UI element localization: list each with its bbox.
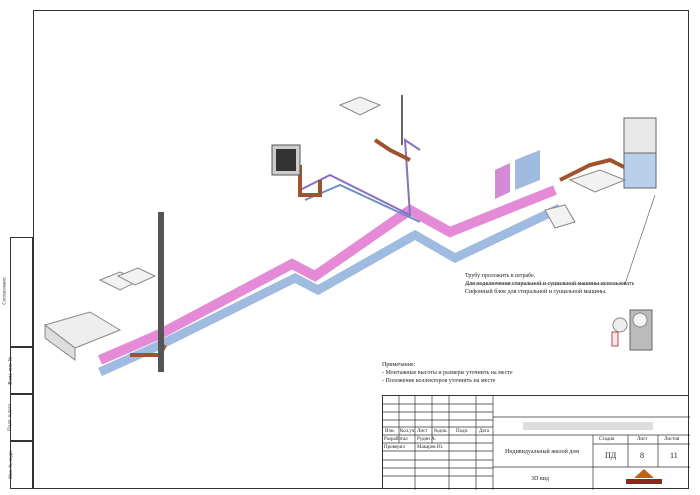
drain-pipe-upper	[298, 165, 322, 197]
note-right-line: Сифонный блок для стиральной и сушильной…	[465, 289, 607, 295]
blurred-company-text	[523, 422, 653, 430]
header-list: Лист	[417, 429, 428, 434]
note-title: Примечание:	[382, 362, 416, 368]
radiator-pink	[495, 163, 510, 199]
header-izm: Изм.	[385, 429, 395, 434]
boiler	[623, 117, 657, 154]
sheet-title: 3D вид	[531, 476, 549, 482]
branch-pipes-upper	[299, 138, 421, 217]
leader-line	[465, 194, 656, 285]
role-developer: Разработал	[384, 437, 408, 442]
siphon-block-illustration	[611, 309, 653, 351]
header-sign: Подп.	[456, 429, 469, 434]
drain-pipe-right	[559, 157, 631, 182]
bathtub-side	[44, 323, 76, 361]
note-left: Примечание: - Монтажные высоты и размеры…	[382, 361, 513, 385]
note-right: Трубу проложить в штрабе. Для подключени…	[465, 272, 634, 296]
sheet-frame	[33, 10, 689, 489]
radiator-blue	[515, 150, 540, 190]
title-block-grid	[383, 396, 690, 490]
sink-top	[338, 96, 382, 116]
header-date: Дата	[479, 429, 489, 434]
washing-machine-door	[276, 149, 296, 171]
sheets-label: Листов	[664, 437, 680, 442]
drain-pipe-shower	[373, 138, 411, 162]
note-right-line: Для подключения стиральной и сушильной м…	[465, 281, 635, 287]
role-checker: Проверил	[384, 445, 405, 450]
sign-date-box: Подп. и дата	[8, 394, 33, 441]
stage-value: ПД	[605, 451, 617, 460]
header-ndoc: №док.	[434, 429, 448, 434]
sink-right	[568, 169, 627, 193]
sink-left-2	[116, 267, 157, 286]
sheets-value: 11	[670, 451, 678, 460]
project-name: Индивидуальный жилой дом	[505, 449, 580, 455]
sewer-riser	[158, 212, 164, 372]
inv-replace-box: Взам. инв. №	[9, 347, 33, 394]
name-developer: Рудин А.	[417, 437, 436, 442]
stage-label: Стадия	[599, 437, 615, 442]
header-kol: Кол.уч.	[400, 429, 416, 434]
company-logo	[626, 469, 662, 487]
note-right-line: Трубу проложить в штрабе.	[465, 273, 536, 279]
note-item: - Монтажные высоты и размеры уточнить на…	[382, 370, 513, 376]
sheet-label: Лист	[637, 437, 648, 442]
note-item: - Положение коллекторов уточнить на мест…	[382, 378, 496, 384]
title-block: Изм. Кол.уч. Лист №док. Подп. Дата Разра…	[382, 395, 690, 490]
agreed-box: Согласовано:	[3, 237, 33, 347]
name-checker: Макаров Ю.	[417, 445, 444, 450]
sheet-value: 8	[640, 451, 644, 460]
toilet-right	[544, 204, 576, 229]
inv-orig-box: Инв. № подл.	[9, 441, 33, 489]
boiler-base	[623, 152, 657, 189]
